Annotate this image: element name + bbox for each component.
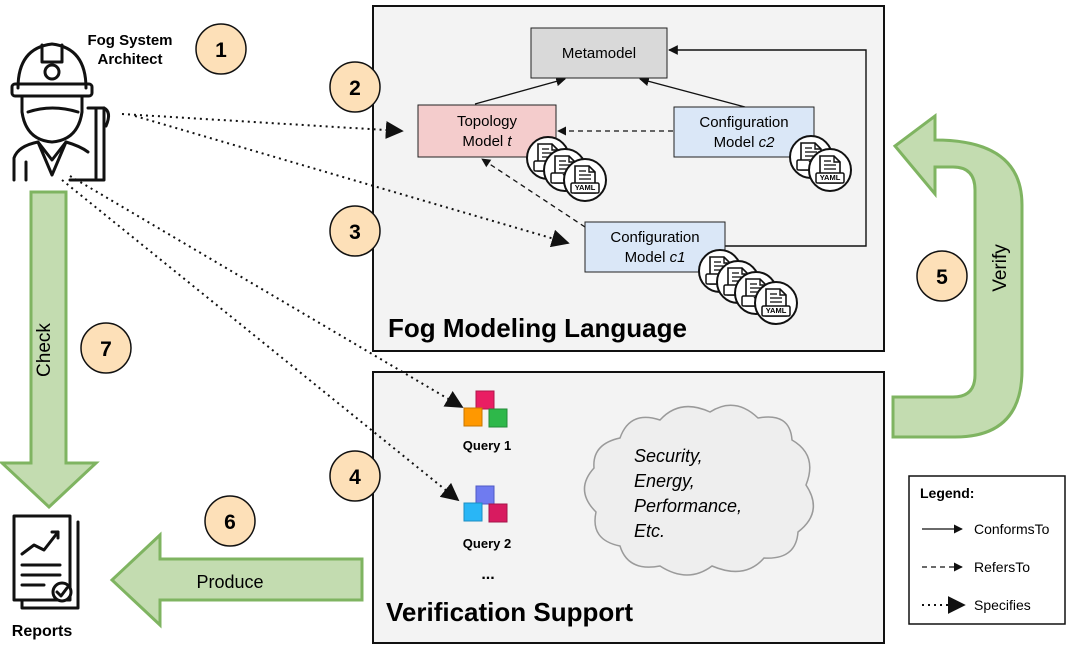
svg-text:Etc.: Etc. xyxy=(634,521,665,541)
step-badge-7: 7 xyxy=(80,322,132,374)
topology-model-line1: Topology xyxy=(457,113,518,130)
step-badge-5: 5 xyxy=(916,250,968,302)
svg-text:YAML: YAML xyxy=(575,183,596,192)
legend-item-refersto: RefersTo xyxy=(974,559,1030,575)
config-c1-line1: Configuration xyxy=(610,229,699,246)
svg-text:5: 5 xyxy=(936,266,948,289)
produce-label: Produce xyxy=(196,572,263,592)
svg-text:2: 2 xyxy=(349,77,361,100)
topology-model-line2: Model t xyxy=(462,133,512,150)
properties-text: Security, Energy, Performance, Etc. xyxy=(634,446,742,541)
step-badge-1: 1 xyxy=(195,23,247,75)
config-c1-line2: Model c1 xyxy=(625,249,686,266)
query-2-label: Query 2 xyxy=(463,536,511,551)
config-c2-line1: Configuration xyxy=(699,114,788,131)
query-2-icon xyxy=(463,485,508,523)
svg-text:6: 6 xyxy=(224,511,236,534)
step-badge-2: 2 xyxy=(329,61,381,113)
svg-text:1: 1 xyxy=(215,39,227,62)
svg-text:YAML: YAML xyxy=(766,306,787,315)
legend-title: Legend: xyxy=(920,485,974,501)
report-document-icon xyxy=(12,514,80,610)
svg-text:7: 7 xyxy=(100,338,112,361)
config-c2-yaml-stack: Y YAML xyxy=(789,135,852,192)
svg-text:YAML: YAML xyxy=(820,173,841,182)
metamodel-label: Metamodel xyxy=(562,45,636,62)
metamodel-box xyxy=(530,27,668,79)
step-badge-4: 4 xyxy=(329,450,381,502)
conforms-arrow-c1 xyxy=(668,45,867,247)
reports-label: Reports xyxy=(12,623,73,640)
check-label: Check xyxy=(34,323,55,377)
svg-text:Performance,: Performance, xyxy=(634,496,742,516)
refers-arrow-c1-topology xyxy=(481,158,586,228)
svg-text:4: 4 xyxy=(349,466,361,489)
svg-text:3: 3 xyxy=(349,221,361,244)
check-arrow: Check xyxy=(0,190,100,510)
legend-item-conformsto: ConformsTo xyxy=(974,521,1050,537)
conforms-arrow-topology xyxy=(474,76,566,105)
config-c2-line2: Model c2 xyxy=(714,134,776,151)
verification-panel-title: Verification Support xyxy=(386,597,633,627)
step-badge-6: 6 xyxy=(204,495,256,547)
legend-item-specifies: Specifies xyxy=(974,597,1031,613)
specifies-arrows xyxy=(61,113,570,502)
engineer-with-helmet-icon xyxy=(10,42,111,182)
svg-text:Energy,: Energy, xyxy=(634,471,695,491)
query-ellipsis: ... xyxy=(481,566,494,583)
verify-label: Verify xyxy=(990,244,1011,292)
conforms-arrow-c2 xyxy=(639,76,746,108)
modeling-panel-title: Fog Modeling Language xyxy=(388,313,687,343)
query-1-label: Query 1 xyxy=(463,438,511,453)
verify-arrow: Verify xyxy=(891,113,1024,439)
config-c1-yaml-stack: Y Y Y YAML xyxy=(698,249,798,325)
legend: Legend: ConformsTo RefersTo Specifies xyxy=(908,475,1066,625)
architect-name-line2: Architect xyxy=(97,51,162,68)
architect-name-line1: Fog System xyxy=(87,32,172,49)
svg-text:Security,: Security, xyxy=(634,446,703,466)
step-badge-3: 3 xyxy=(329,205,381,257)
produce-arrow: Produce xyxy=(109,531,364,629)
properties-cloud xyxy=(583,404,815,576)
topology-yaml-stack: Y Y YAML xyxy=(526,136,607,202)
query-1-icon xyxy=(463,390,508,428)
